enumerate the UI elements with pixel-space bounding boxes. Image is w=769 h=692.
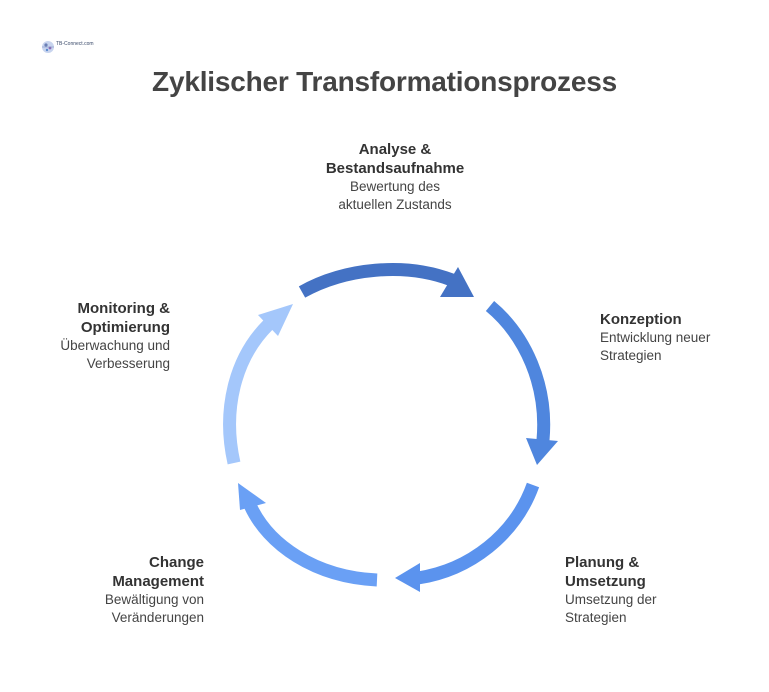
- arc-change: [244, 502, 378, 587]
- step-konzeption-title: Konzeption: [600, 311, 682, 328]
- step-monitoring-desc-1: Überwachung und: [60, 338, 170, 353]
- step-planung-title-2: Umsetzung: [565, 573, 646, 590]
- company-logo: [42, 41, 54, 53]
- step-konzeption-desc-1: Entwicklung neuer: [600, 330, 711, 345]
- step-planung-desc-1: Umsetzung der: [565, 592, 657, 607]
- step-konzeption: Konzeption Entwicklung neuer Strategien: [600, 310, 760, 365]
- step-analyse: Analyse & Bestandsaufnahme Bewertung des…: [300, 140, 490, 214]
- step-monitoring-desc-2: Verbesserung: [86, 356, 170, 371]
- step-analyse-title-1: Analyse &: [358, 141, 432, 158]
- step-planung-title-1: Planung &: [565, 554, 640, 571]
- arrowhead-konzeption: [526, 438, 558, 465]
- arrowhead-change: [238, 483, 266, 510]
- step-change-desc-2: Veränderungen: [111, 610, 204, 625]
- arrowhead-analyse: [440, 267, 474, 297]
- arc-monitoring: [223, 320, 273, 465]
- step-change-title-1: Change: [148, 554, 204, 571]
- step-monitoring-title-1: Monitoring &: [77, 300, 170, 317]
- step-analyse-desc-2: aktuellen Zustands: [338, 197, 452, 212]
- step-konzeption-desc-2: Strategien: [600, 348, 662, 363]
- step-monitoring: Monitoring & Optimierung Überwachung und…: [20, 299, 170, 373]
- step-change: Change Management Bewältigung von Veränd…: [50, 553, 204, 627]
- logo-text: TB-Connect.com: [56, 41, 94, 47]
- step-planung: Planung & Umsetzung Umsetzung der Strate…: [565, 553, 745, 627]
- step-analyse-title-2: Bestandsaufnahme: [325, 160, 465, 177]
- arc-konzeption: [485, 300, 551, 441]
- step-monitoring-title-2: Optimierung: [80, 319, 170, 336]
- step-change-title-2: Management: [112, 573, 204, 590]
- step-change-desc-1: Bewältigung von: [104, 592, 204, 607]
- arrowhead-planung: [395, 563, 420, 592]
- arrowhead-monitoring: [258, 304, 293, 336]
- page-title: Zyklischer Transformationsprozess: [152, 66, 617, 97]
- step-analyse-desc-1: Bewertung des: [349, 179, 441, 194]
- arc-analyse: [298, 263, 455, 298]
- arc-planung: [416, 482, 540, 585]
- step-planung-desc-2: Strategien: [565, 610, 627, 625]
